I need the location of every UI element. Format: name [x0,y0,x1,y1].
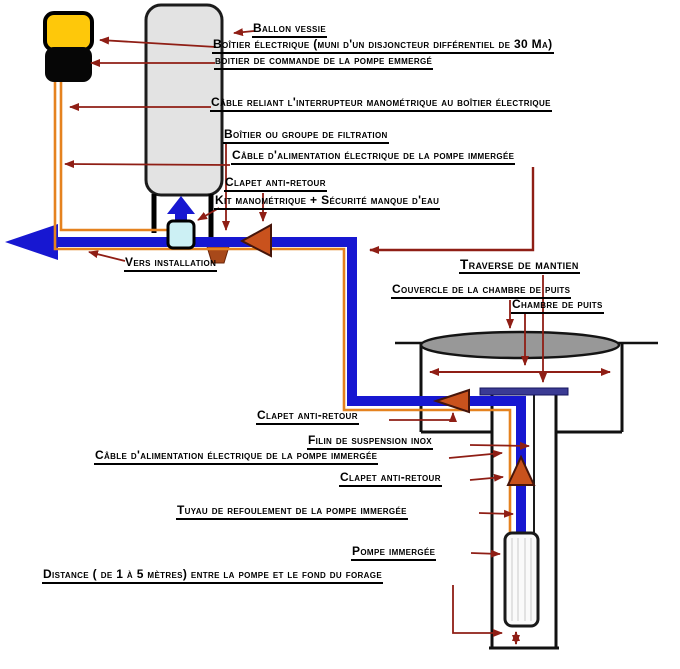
pressure-tank [144,3,224,197]
label-boitier-filtration: Boîtier ou groupe de filtration [223,128,389,144]
well-cover-ellipse [419,330,621,360]
label-clapet-2: Clapet anti-retour [256,409,359,425]
connector-tuyau [478,509,514,518]
label-clapet-1: Clapet anti-retour [224,176,327,192]
connector-kit [197,207,220,221]
pressure-switch-cable [59,82,168,232]
label-traverse: Traverse de mantien [459,257,580,274]
flow-arrow-up [167,196,195,233]
label-chambre: Chambre de puits [511,298,604,314]
control-box-black [45,47,92,82]
connector-cable-alim-2 [448,449,503,459]
label-ballon-vessie: Ballon vessie [252,22,328,38]
connector-distance [452,585,503,637]
connector-ballon-vessie [233,28,255,37]
connector-pompe [470,549,501,558]
label-filin: Filin de suspension inox [307,434,433,450]
label-couvercle: Couvercle de la chambre de puits [391,283,572,299]
label-tuyau: Tuyau de refoulement de la pompe immergé… [176,504,408,520]
support-crossbar [479,387,569,396]
label-distance: Distance ( de 1 à 5 mètres) entre la pom… [42,568,384,584]
connector-clapet-2 [389,412,457,422]
electric-box-yellow [43,11,94,52]
label-pompe: Pompe immergée [351,545,437,561]
flow-arrow-left [5,224,58,260]
label-boitier-commande: boitier de commande de la pompe emmergé [214,54,434,70]
label-clapet-3: Clapet anti-retour [339,471,442,487]
label-cable-reliant: Câble reliant l'interrupteur manométriqu… [210,96,552,112]
manometric-kit [166,219,196,250]
connector-clapet-3 [469,473,504,482]
connector-filin [469,441,530,450]
check-valve-1 [239,223,272,258]
label-boitier-electrique: Boîtier électrique (muni d'un disjoncteu… [212,38,554,54]
label-cable-alimentation-2: Câble d'alimentation électrique de la po… [94,449,379,465]
connector-vers-installation [88,250,126,262]
label-connectors [64,28,547,637]
pump-ribs [511,538,532,621]
connector-boitier-electrique [99,36,217,48]
connector-cable-alim-left [64,160,231,169]
label-vers-installation: Vers installation [124,256,218,272]
label-kit-manometrique: Kit manométrique + Sécurité manque d'eau [214,194,441,210]
submersible-pump [503,531,540,628]
check-valve-2 [432,388,470,414]
check-valve-3 [506,454,536,486]
pump-power-cable [53,82,512,533]
connector-cable-alim-right [369,167,535,254]
label-cable-alimentation-1: Câble d'alimentation électrique de la po… [231,149,516,165]
